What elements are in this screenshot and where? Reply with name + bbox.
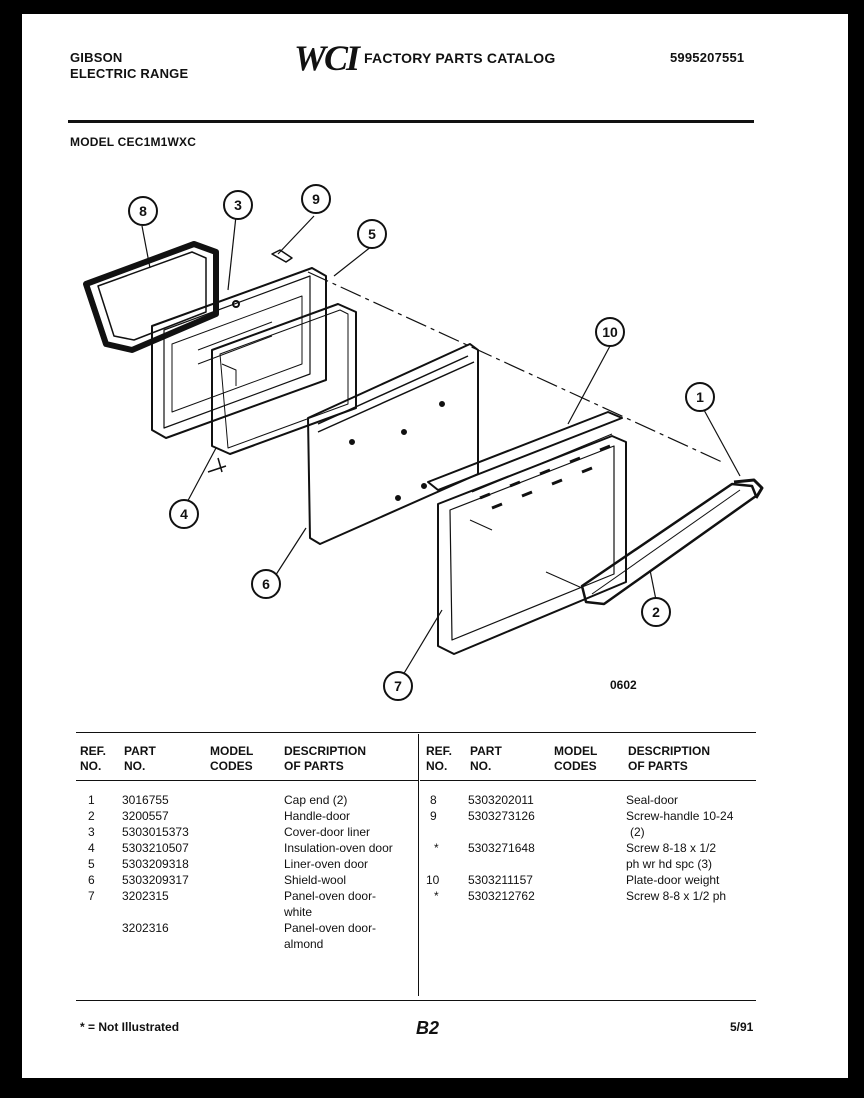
ref-no: 1: [88, 793, 95, 807]
ref-no: 5: [88, 857, 95, 871]
brand-block: GIBSON ELECTRIC RANGE: [70, 50, 188, 82]
catalog-number: 5995207551: [670, 50, 745, 65]
ref-no: 3: [88, 825, 95, 839]
callout-4: 4: [180, 506, 188, 522]
part-no: 5303209318: [122, 857, 189, 871]
header-underline-left: [76, 780, 418, 781]
catalog-title: FACTORY PARTS CATALOG: [364, 50, 556, 66]
callout-10: 10: [602, 324, 618, 340]
part-no: 5303271648: [468, 841, 535, 855]
part-no: 5303209317: [122, 873, 189, 887]
header-ref-no-right: REF.NO.: [426, 744, 453, 773]
door-seal-gasket: [83, 241, 219, 353]
part-no: 5303273126: [468, 809, 535, 823]
part-description: Insulation-oven door: [284, 841, 393, 855]
header-ref-no: REF.NO.: [80, 744, 107, 773]
ref-no: *: [434, 889, 439, 903]
part-no: 5303210507: [122, 841, 189, 855]
part-description: Screw-handle 10-24: [626, 809, 734, 823]
ref-no: 7: [88, 889, 95, 903]
table-top-rule: [76, 732, 756, 733]
part-description: Screw 8-8 x 1/2 ph: [626, 889, 727, 903]
part-description-cont: (2): [630, 825, 645, 839]
part-description: Liner-oven door: [284, 857, 369, 871]
callout-1: 1: [696, 389, 704, 405]
part-description-cont: white: [284, 905, 313, 919]
part-no: 5303015373: [122, 825, 189, 839]
ref-no: 6: [88, 873, 95, 887]
ref-no: 10: [426, 873, 440, 887]
product-type: ELECTRIC RANGE: [70, 66, 189, 81]
part-description-cont: ph wr hd spc (3): [626, 857, 713, 871]
ref-no: 8: [430, 793, 437, 807]
model-number: MODEL CEC1M1WXC: [70, 135, 197, 149]
part-description: Shield-wool: [284, 873, 347, 887]
part-description: Seal-door: [626, 793, 679, 807]
catalog-title-block: WCI FACTORY PARTS CATALOG: [294, 40, 555, 76]
cover-door-liner: [151, 267, 327, 439]
table-column-divider: [418, 734, 419, 996]
catalog-date: 5/91: [730, 1020, 754, 1034]
exploded-door-diagram: [83, 215, 764, 681]
panel-oven-door: [437, 435, 627, 655]
wci-logo: WCI: [294, 38, 360, 78]
footer-rule: [76, 1000, 756, 1001]
part-no: 3200557: [122, 809, 169, 823]
part-no: 3202315: [122, 889, 169, 903]
part-description: Cover-door liner: [284, 825, 371, 839]
cap-end: [733, 478, 764, 499]
part-description: Cap end (2): [284, 793, 348, 807]
ref-no: *: [434, 841, 439, 855]
part-description: Handle-door: [284, 809, 351, 823]
not-illustrated-note: * = Not Illustrated: [80, 1020, 180, 1034]
ref-no: 4: [88, 841, 95, 855]
page-number: B2: [416, 1018, 440, 1038]
screw-handle: [271, 249, 293, 263]
part-no: 3016755: [122, 793, 169, 807]
insulation-oven-door: [207, 457, 227, 473]
part-description-cont: almond: [284, 937, 324, 951]
callout-7: 7: [394, 678, 402, 694]
parts-catalog-page: GIBSON ELECTRIC RANGE WCI FACTORY PARTS …: [22, 14, 848, 1078]
part-description: Plate-door weight: [626, 873, 720, 887]
part-description: Panel-oven door-: [284, 921, 377, 935]
part-no: 5303211157: [468, 873, 533, 887]
liner-oven-door: [211, 303, 357, 455]
callout-5: 5: [368, 226, 376, 242]
part-description: Screw 8-18 x 1/2: [626, 841, 717, 855]
callout-2: 2: [652, 604, 660, 620]
part-no: 5303212762: [468, 889, 535, 903]
callout-6: 6: [262, 576, 270, 592]
part-no: 3202316: [122, 921, 169, 935]
callout-9: 9: [312, 191, 320, 207]
brand-name: GIBSON: [70, 50, 123, 65]
header-rule: [68, 120, 754, 123]
ref-no: 9: [430, 809, 437, 823]
part-no: 5303202011: [468, 793, 534, 807]
diagram-code: 0602: [610, 678, 637, 692]
ref-no: 2: [88, 809, 95, 823]
callout-8: 8: [139, 203, 147, 219]
header-underline-right: [420, 780, 756, 781]
part-description: Panel-oven door-: [284, 889, 377, 903]
callout-3: 3: [234, 197, 242, 213]
